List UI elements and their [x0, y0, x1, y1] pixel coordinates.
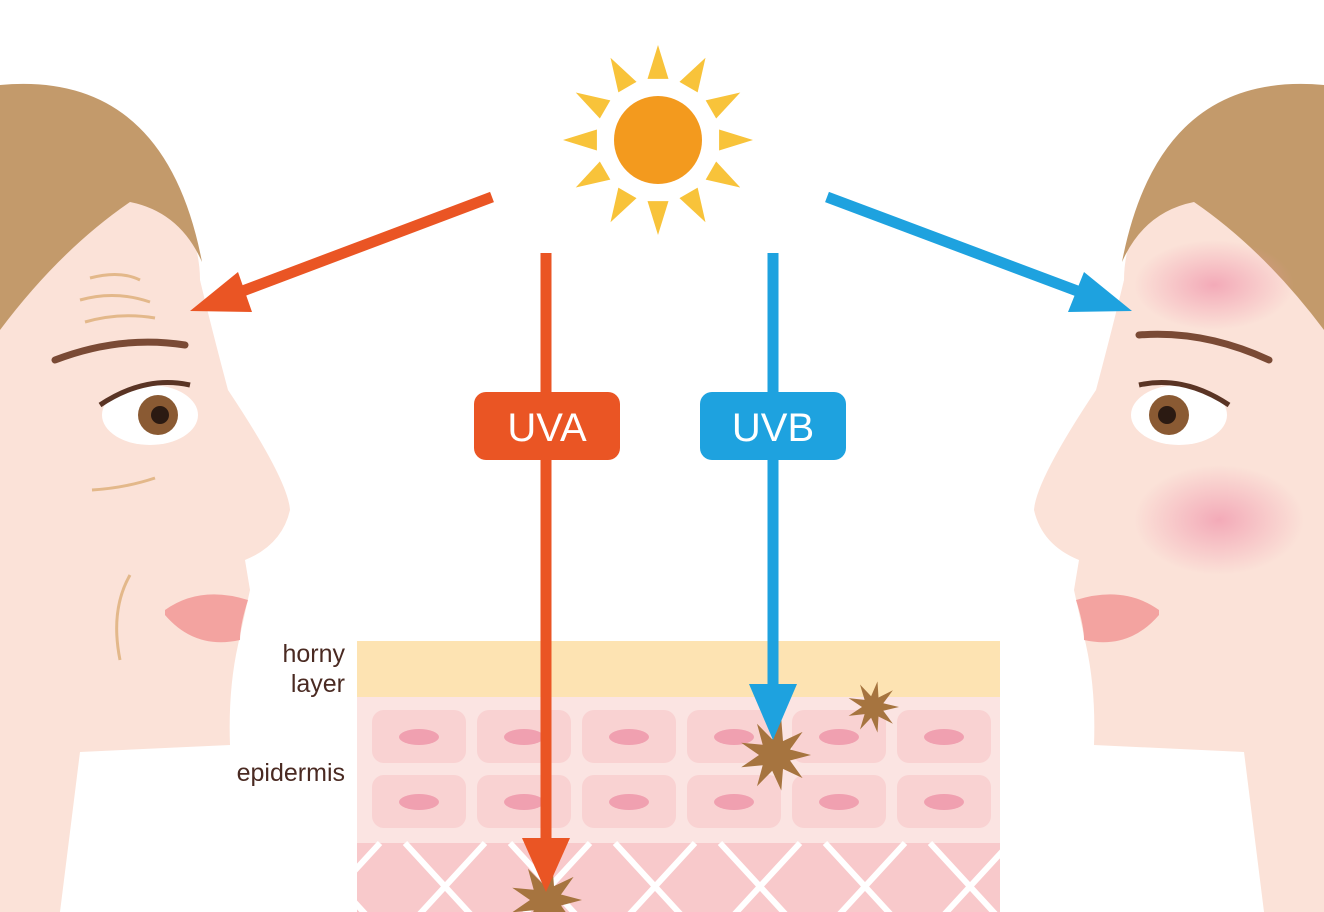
uva-arrows — [190, 191, 570, 892]
cell-nucleus — [924, 794, 964, 810]
eye-icon — [1131, 380, 1231, 445]
collagen-fiber — [1035, 843, 1115, 912]
cell-nucleus — [609, 729, 649, 745]
horny-layer — [357, 641, 1000, 697]
horny-layer-label-1: horny — [282, 640, 345, 668]
sun-ray — [679, 57, 706, 93]
cell-nucleus — [819, 729, 859, 745]
sun-ray — [647, 201, 669, 235]
collagen-fiber — [627, 840, 698, 912]
melanin-spot — [848, 681, 899, 733]
melanin-spot — [741, 719, 811, 791]
cell-nucleus — [924, 729, 964, 745]
sun-ray — [563, 129, 597, 151]
cell-nucleus — [399, 729, 439, 745]
sun-ray — [575, 92, 611, 119]
sun-icon — [563, 45, 753, 235]
uvb-arrows — [749, 191, 1132, 740]
svg-text:UVB: UVB — [732, 406, 814, 450]
collagen-fiber — [1035, 843, 1115, 912]
svg-text:UVA: UVA — [507, 406, 587, 450]
collagen-fiber — [732, 840, 803, 912]
eye-icon — [98, 380, 198, 445]
cell-nucleus — [399, 794, 439, 810]
cell-nucleus — [714, 794, 754, 810]
sun-ray — [679, 187, 706, 223]
hair — [0, 83, 202, 330]
skin-cross-section — [357, 641, 1115, 912]
uva-badge: UVA — [474, 392, 620, 460]
cell-nucleus — [504, 794, 544, 810]
sun-ray — [719, 129, 753, 151]
epidermis-label: epidermis — [237, 759, 345, 787]
sun-ray — [705, 161, 741, 188]
uvb-badge: UVB — [700, 392, 846, 460]
sun-ray — [610, 187, 637, 223]
collagen-fiber — [837, 840, 908, 912]
collagen-fiber — [417, 840, 488, 912]
cell-nucleus — [609, 794, 649, 810]
left-face-aged — [0, 83, 290, 912]
sun-ray — [575, 161, 611, 188]
sun-ray — [610, 57, 637, 93]
lips — [165, 594, 248, 643]
cell-nucleus — [714, 729, 754, 745]
right-face-sunburn — [1034, 83, 1324, 912]
cell-nucleus — [504, 729, 544, 745]
collagen-fiber — [357, 840, 383, 873]
sun-ray — [705, 92, 741, 119]
horny-layer-label-2: layer — [291, 670, 345, 698]
sun-ray — [647, 45, 669, 79]
collagen-fiber — [942, 849, 1000, 912]
cell-nucleus — [819, 794, 859, 810]
lips — [1076, 594, 1159, 643]
